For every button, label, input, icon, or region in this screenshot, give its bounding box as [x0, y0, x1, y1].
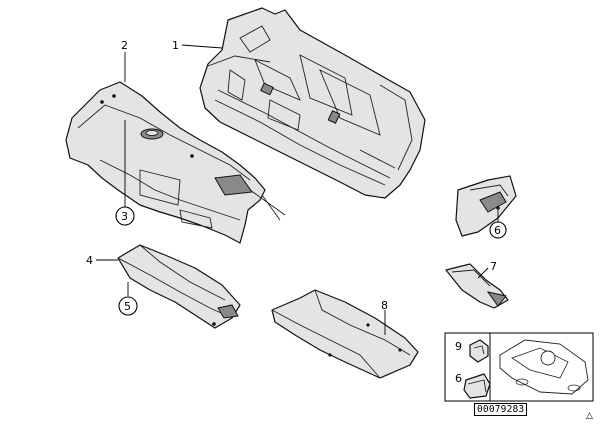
reference-id: 00079283 — [474, 403, 528, 416]
part-number-3: 3 — [121, 210, 128, 223]
bracket-pad-icon[interactable] — [445, 263, 509, 309]
part-number-7: 7 — [490, 260, 497, 273]
leader-line-7 — [477, 267, 489, 279]
floor-tunnel-insulation-icon[interactable] — [65, 81, 286, 244]
part-number-4: 4 — [86, 254, 93, 267]
trunk-floor-insulation-icon[interactable] — [271, 289, 419, 379]
part-number-8: 8 — [381, 299, 388, 312]
part-number-1: 1 — [172, 39, 179, 52]
warning-triangle-icon: △ — [586, 411, 593, 421]
clip-circle-icon[interactable] — [463, 373, 491, 399]
leader-line-1 — [181, 44, 223, 49]
tray-insulation-icon[interactable] — [117, 244, 241, 329]
part-number-9: 9 — [455, 340, 462, 353]
bulkhead-insulation-panel-icon[interactable] — [199, 7, 426, 199]
clip-circle-icon[interactable]: 3 — [115, 206, 135, 226]
part-number-5: 5 — [124, 300, 131, 313]
car-locator-icon — [499, 339, 589, 395]
push-clip-icon[interactable] — [469, 339, 489, 363]
part-number-6b: 6 — [455, 372, 462, 385]
part-number-2: 2 — [121, 39, 128, 52]
clip-circle-icon[interactable]: 5 — [118, 296, 138, 316]
side-insulation-block-icon[interactable] — [455, 175, 517, 237]
part-number-6a: 6 — [494, 224, 501, 237]
clip-circle-icon[interactable]: 6 — [489, 221, 507, 239]
